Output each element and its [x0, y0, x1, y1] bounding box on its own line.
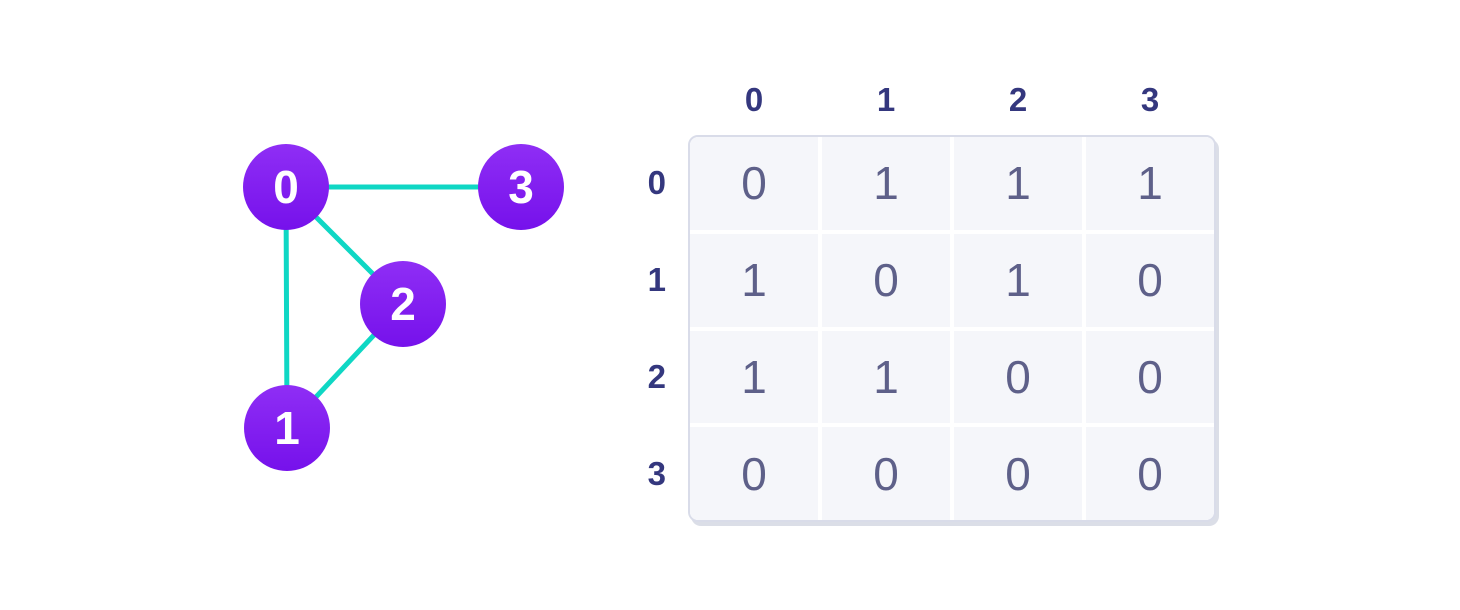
matrix-cell-3-1: 0	[822, 427, 950, 520]
graph-nodes: 0 1 2 3	[243, 144, 564, 471]
graph-node-3: 3	[478, 144, 564, 230]
matrix-cell-3-2: 0	[954, 427, 1082, 520]
graph-node-circle	[478, 144, 564, 230]
matrix-cell-0-2: 1	[954, 137, 1082, 230]
matrix-cell-2-2: 0	[954, 330, 1082, 424]
matrix-cell-3-3: 0	[1086, 427, 1214, 520]
matrix-cell-0-0: 0	[690, 137, 818, 230]
graph-node-2: 2	[360, 261, 446, 347]
graph-node-circle	[360, 261, 446, 347]
matrix-cell-1-0: 1	[690, 233, 818, 327]
graph-node-label: 3	[508, 161, 534, 213]
matrix-cell-1-2: 1	[954, 233, 1082, 327]
matrix-row-header-3: 3	[647, 454, 666, 492]
matrix-row-headers: 0 1 2 3	[600, 135, 666, 522]
graph-diagram: 0 1 2 3	[243, 144, 564, 471]
matrix-cell-0-3: 1	[1086, 137, 1214, 230]
matrix-cell-0-1: 1	[822, 137, 950, 230]
matrix-cell-1-1: 0	[822, 233, 950, 327]
matrix-cell-2-3: 0	[1086, 330, 1214, 424]
matrix-column-headers: 0 1 2 3	[688, 72, 1216, 128]
graph-node-circle	[244, 385, 330, 471]
matrix-row-header-0: 0	[647, 164, 666, 202]
matrix-cell-2-0: 1	[690, 330, 818, 424]
matrix-column-header-3: 3	[1140, 81, 1160, 118]
matrix-column-header-2: 2	[1008, 81, 1028, 118]
graph-node-1: 1	[244, 385, 330, 471]
matrix-row-header-2: 2	[647, 357, 666, 395]
graph-node-circle	[243, 144, 329, 230]
matrix-column-header-1: 1	[876, 81, 896, 118]
matrix-cell-1-3: 0	[1086, 233, 1214, 327]
matrix-row-header-1: 1	[647, 261, 666, 299]
graph-node-label: 1	[274, 402, 300, 454]
matrix-column-header-0: 0	[744, 81, 764, 118]
graph-node-label: 2	[390, 278, 416, 330]
graph-node-0: 0	[243, 144, 329, 230]
graph-node-label: 0	[273, 161, 299, 213]
matrix-cell-2-1: 1	[822, 330, 950, 424]
matrix-cell-3-0: 0	[690, 427, 818, 520]
